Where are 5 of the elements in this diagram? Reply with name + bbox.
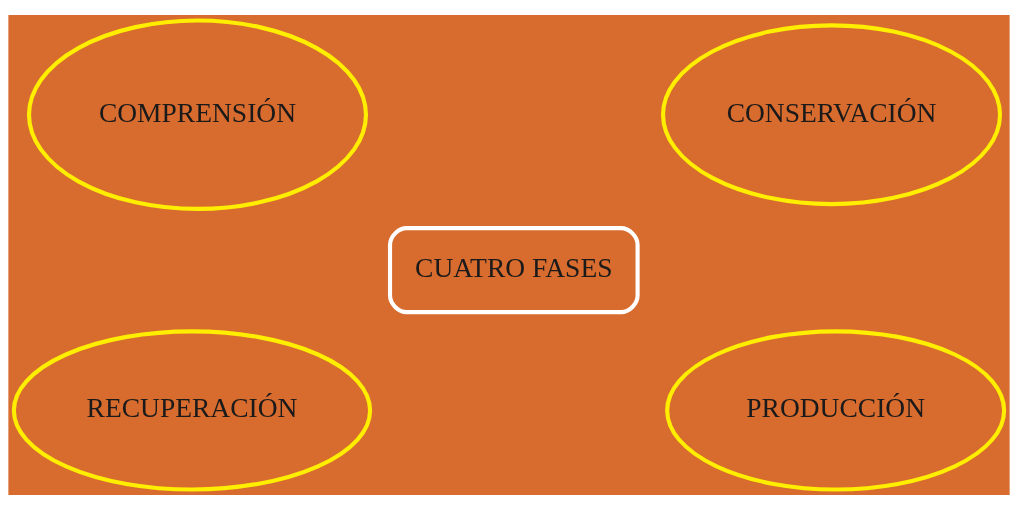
node-ellipse: RECUPERACIÓN [11,328,373,492]
node-ellipse: COMPRENSIÓN [26,17,369,211]
node-box: CUATRO FASES [387,225,640,314]
node-ellipse: PRODUCCIÓN [665,328,1007,492]
node-ellipse: CONSERVACIÓN [660,22,1003,206]
